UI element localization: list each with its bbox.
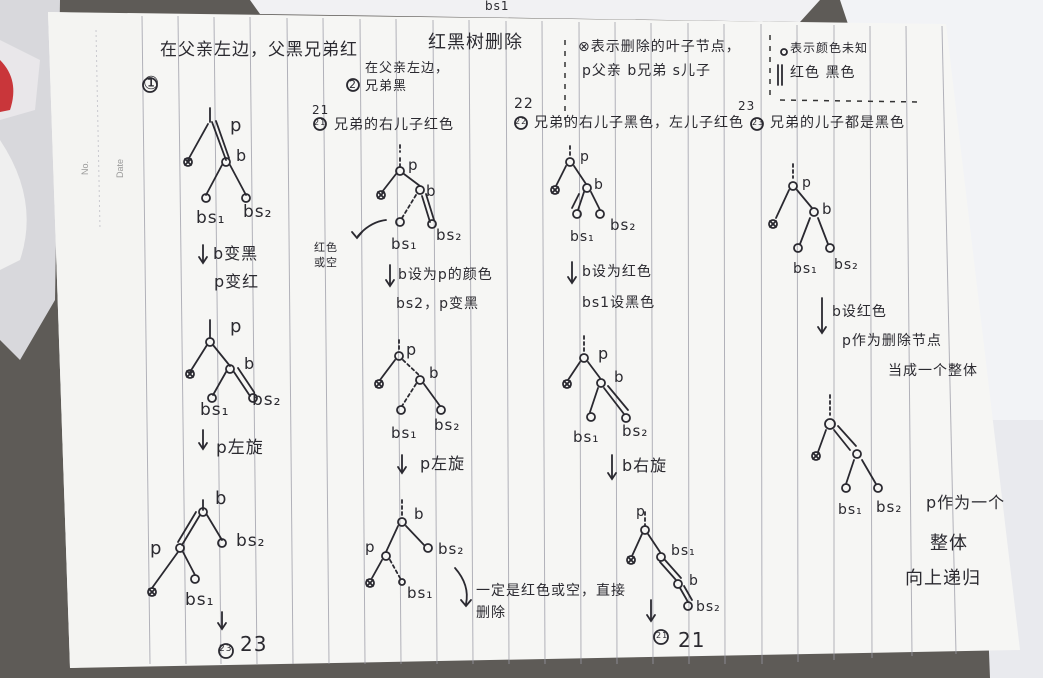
col3-sub-circle: 22 bbox=[515, 117, 528, 126]
col4-label-bs2b: bs₂ bbox=[876, 498, 903, 516]
col4-sub-num: 23 bbox=[738, 99, 756, 113]
col1-goto: 23 bbox=[240, 632, 268, 656]
col2-label-bs1c: bs₁ bbox=[407, 584, 434, 602]
col2-label-bs2b: bs₂ bbox=[434, 416, 461, 434]
col1-label-p1: p bbox=[230, 115, 243, 136]
col3-label-p1: p bbox=[580, 149, 590, 165]
tree-col1-a bbox=[183, 107, 251, 203]
tree-col4-a bbox=[768, 163, 835, 253]
col2-label-bs1a: bs₁ bbox=[391, 235, 418, 253]
col2-step2: bs2，p变黑 bbox=[396, 296, 479, 312]
legend-line2: p父亲 b兄弟 s儿子 bbox=[582, 63, 711, 79]
tree-col3-c bbox=[626, 511, 693, 611]
col3-goto: 21 bbox=[678, 628, 706, 652]
col4-step1: b设红色 bbox=[832, 304, 887, 320]
col3-sub-num: 22 bbox=[514, 96, 534, 112]
col1-goto-circle: 23 bbox=[219, 644, 233, 654]
ruled-lines bbox=[141, 15, 957, 665]
col4-label-bs1b: bs₁ bbox=[838, 502, 863, 518]
col1-label-p3: p bbox=[150, 538, 163, 559]
col2-label-p1: p bbox=[408, 156, 419, 174]
col3-goto-circle: 21 bbox=[656, 631, 669, 640]
col2-step3: p左旋 bbox=[420, 454, 466, 473]
paper-sheet bbox=[48, 12, 1020, 668]
col4-label-bs2a: bs₂ bbox=[834, 257, 859, 273]
col2-label-bs2a: bs₂ bbox=[436, 226, 463, 244]
diagram-ink bbox=[142, 48, 883, 659]
col3-label-b3: b bbox=[689, 573, 699, 589]
tree-col2-b bbox=[374, 339, 446, 415]
col2-step1: b设为p的颜色 bbox=[398, 267, 493, 283]
col3-step3: b右旋 bbox=[622, 456, 668, 475]
col3-label-p2: p bbox=[598, 344, 610, 363]
col3-label-bs2a: bs₂ bbox=[610, 216, 637, 234]
col1-step1: b变黑 bbox=[213, 244, 259, 263]
col1-label-bs2c: bs₂ bbox=[236, 531, 266, 551]
tree-col2-a bbox=[351, 144, 437, 240]
col4-label-b1: b bbox=[822, 200, 833, 218]
col1-label-p2: p bbox=[230, 316, 243, 337]
col3-label-p3: p bbox=[636, 504, 646, 520]
col3-label-bs2b: bs₂ bbox=[622, 422, 649, 440]
tree-col1-c bbox=[147, 499, 227, 597]
tree-col4-b bbox=[811, 394, 883, 493]
col2-label-p2: p bbox=[406, 340, 418, 359]
col3-label-b2: b bbox=[614, 368, 625, 386]
col2-label-bs2c: bs₂ bbox=[438, 540, 465, 558]
col1-label-bs1c: bs₁ bbox=[185, 590, 215, 610]
col1-label-b3: b bbox=[215, 488, 228, 509]
tree-col3-a bbox=[550, 145, 605, 219]
col4-final-1: p作为一个 bbox=[926, 493, 1006, 512]
legend-line1: ⊗表示删除的叶子节点， bbox=[578, 39, 741, 55]
tree-col2-c bbox=[365, 499, 472, 608]
col2-label-b3: b bbox=[414, 505, 425, 523]
col2-sub-circle: 21 bbox=[314, 118, 327, 127]
colors-line2: 红色 黑色 bbox=[790, 65, 856, 81]
col3-label-bs2c: bs₂ bbox=[696, 599, 721, 615]
col3-label-b1: b bbox=[594, 177, 604, 193]
col3-label-bs1b: bs₁ bbox=[573, 428, 600, 446]
col4-final-3: 向上递归 bbox=[905, 568, 981, 589]
col2-label-b1: b bbox=[426, 182, 437, 200]
side-no-label: No. bbox=[80, 160, 90, 175]
col4-sub-case: 兄弟的儿子都是黑色 bbox=[770, 115, 905, 131]
col1-label-b1: b bbox=[236, 146, 248, 165]
col2-sub-case: 兄弟的右儿子红色 bbox=[334, 117, 454, 133]
col2-label-p3: p bbox=[365, 538, 376, 556]
col1-number: ① bbox=[143, 73, 161, 94]
col2-label-b2: b bbox=[429, 364, 440, 382]
col4-label-bs1a: bs₁ bbox=[793, 261, 818, 277]
header-case-left: 在父亲左边，父黑兄弟红 bbox=[160, 40, 358, 60]
col4-step2: p作为删除节点 bbox=[842, 333, 942, 349]
col3-step2: bs1设黑色 bbox=[582, 295, 656, 311]
col2-label-bs1b: bs₁ bbox=[391, 424, 418, 442]
side-date-label: Date bbox=[115, 158, 125, 178]
col1-label-bs1a: bs₁ bbox=[196, 208, 226, 228]
col2-case-title: 在父亲左边，兄弟黑 bbox=[365, 61, 450, 94]
col1-step2: p变红 bbox=[214, 272, 260, 291]
col1-label-bs2b: bs₂ bbox=[252, 390, 282, 410]
col2-note-right: 一定是红色或空，直接删除 bbox=[476, 583, 626, 622]
col4-label-p1: p bbox=[802, 175, 812, 191]
colors-line1: 表示颜色未知 bbox=[790, 41, 869, 55]
col2-note-left: 红色或空 bbox=[314, 241, 338, 270]
col2-sub-num: 21 bbox=[312, 103, 330, 117]
col1-label-bs1b: bs₁ bbox=[200, 400, 230, 420]
col3-sub-case: 兄弟的右儿子黑色，左儿子红色 bbox=[534, 115, 744, 131]
col4-step3: 当成一个整体 bbox=[888, 363, 978, 379]
header-title: 红黑树删除 bbox=[428, 32, 523, 53]
col3-label-bs1c: bs₁ bbox=[671, 543, 696, 559]
col4-sub-circle: 23 bbox=[752, 118, 765, 127]
col4-final-2: 整体 bbox=[930, 533, 968, 554]
top-mark: bs1 bbox=[485, 0, 510, 13]
tree-col3-b bbox=[562, 335, 631, 423]
col3-step1: b设为红色 bbox=[582, 264, 652, 280]
tree-col1-b bbox=[185, 319, 258, 403]
col2-num-circle: 2 bbox=[349, 78, 357, 91]
col3-label-bs1a: bs₁ bbox=[570, 229, 595, 245]
col1-step3: p左旋 bbox=[216, 438, 264, 458]
col1-label-b2: b bbox=[244, 354, 256, 373]
col1-label-bs2a: bs₂ bbox=[243, 202, 273, 222]
